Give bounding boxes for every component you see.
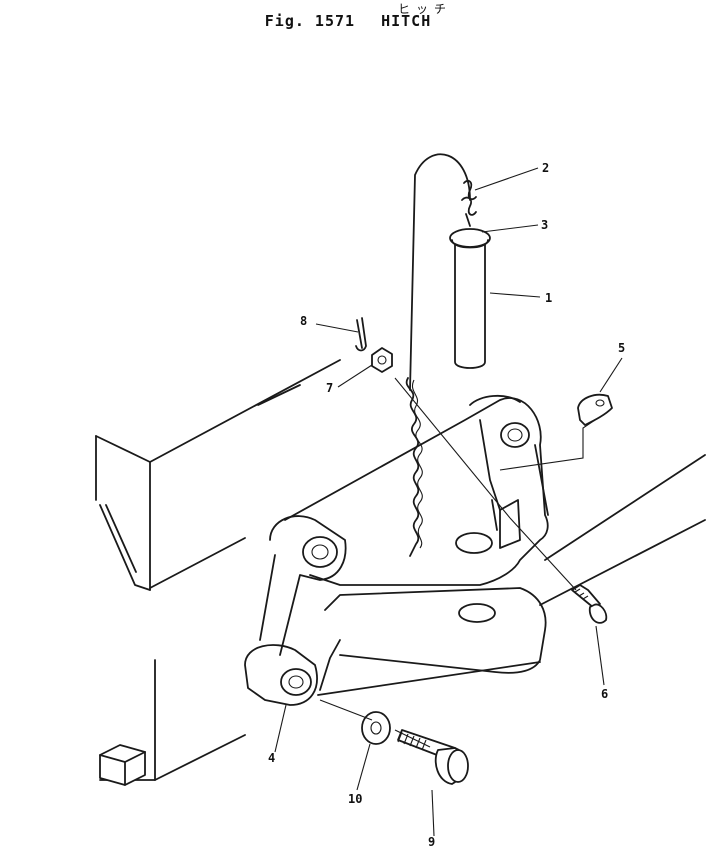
- callout-5: 5: [618, 341, 625, 355]
- part-10-washer: [361, 711, 391, 745]
- part-1-hitch-pin: [449, 228, 491, 369]
- callout-10: 10: [348, 792, 362, 806]
- callout-8: 8: [300, 314, 307, 328]
- chain: [405, 377, 423, 557]
- callout-4: 4: [268, 751, 275, 765]
- leader-lines: [274, 167, 623, 837]
- part-8-cotter-pin: [355, 317, 367, 352]
- figure-caption: Fig. 1571 HITCH: [0, 12, 703, 30]
- figure-number: Fig. 1571: [264, 12, 356, 30]
- callout-7: 7: [326, 381, 333, 395]
- part-9-bolt: [397, 729, 469, 785]
- part-7-nut: [371, 347, 393, 373]
- part-6-bolt: [571, 584, 608, 624]
- callout-6: 6: [601, 687, 608, 701]
- hitch-bracket: [244, 395, 549, 706]
- figure-subtitle-kana: ヒッチ: [397, 2, 452, 16]
- callout-1: 1: [545, 291, 552, 305]
- callout-3: 3: [541, 218, 548, 232]
- callout-labels: 1 2 3 4 5 6 7 8 9 10: [268, 161, 625, 846]
- retaining-wire: [409, 153, 471, 391]
- figure-title: HITCH: [381, 12, 432, 30]
- tractor-frame: [95, 359, 706, 781]
- callout-2: 2: [542, 161, 549, 175]
- frame-block: [99, 744, 146, 786]
- part-5-clamp: [577, 393, 613, 426]
- part-2-chain-link: [461, 179, 477, 227]
- callout-9: 9: [428, 835, 435, 846]
